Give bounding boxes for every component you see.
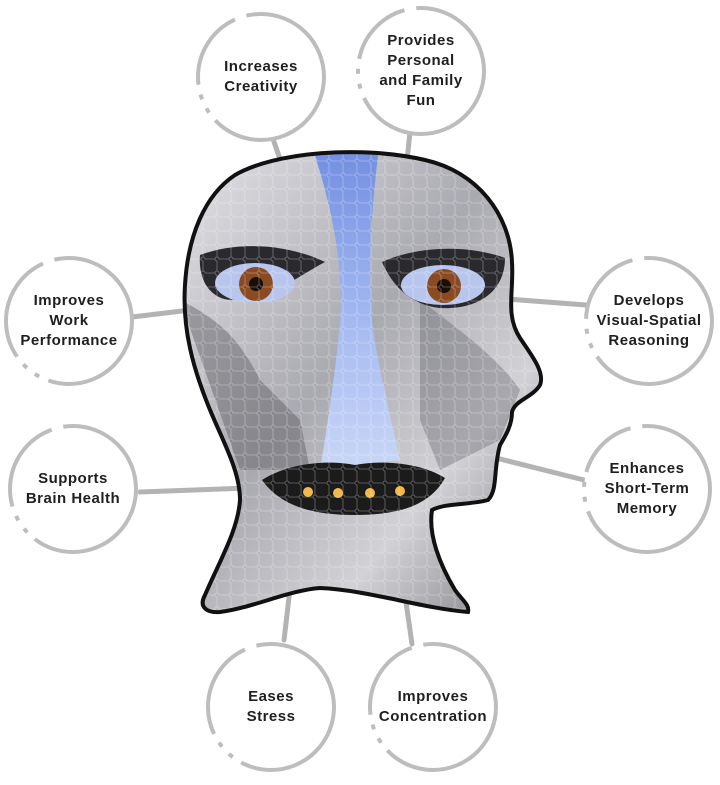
- connector-lines: [129, 129, 589, 647]
- dashed-ring: [368, 642, 498, 772]
- benefit-family-fun: Provides Personal and Family Fun: [354, 4, 488, 138]
- dashed-ring: [582, 424, 712, 554]
- benefit-label: Eases Stress: [246, 688, 296, 725]
- benefit-label: Increases Creativity: [224, 58, 298, 95]
- benefit-creativity: Increases Creativity: [194, 10, 328, 144]
- benefit-brain-health: Supports Brain Health: [6, 422, 140, 556]
- dashed-ring: [8, 424, 138, 554]
- benefit-work: Improves Work Performance: [2, 254, 136, 388]
- dashed-ring: [206, 642, 336, 772]
- benefit-label: Enhances Short-Term Memory: [604, 460, 690, 517]
- benefit-concentration: Improves Concentration: [366, 640, 500, 774]
- dashed-ring: [196, 12, 326, 142]
- benefit-label: Improves Work Performance: [20, 292, 118, 349]
- benefit-stress: Eases Stress: [204, 640, 338, 774]
- benefit-label: Provides Personal and Family Fun: [379, 32, 463, 109]
- dashed-ring: [356, 6, 486, 136]
- puzzle-piece-pattern: [184, 152, 542, 613]
- benefit-label: Improves Concentration: [378, 688, 488, 725]
- benefit-label: Develops Visual-Spatial Reasoning: [596, 292, 702, 349]
- dashed-ring: [584, 256, 714, 386]
- benefit-visual-spatial: Develops Visual-Spatial Reasoning: [582, 254, 716, 388]
- puzzle-head-illustration: [182, 150, 544, 615]
- benefit-label: Supports Brain Health: [25, 470, 121, 507]
- dashed-ring: [4, 256, 134, 386]
- benefit-memory: Enhances Short-Term Memory: [580, 422, 714, 556]
